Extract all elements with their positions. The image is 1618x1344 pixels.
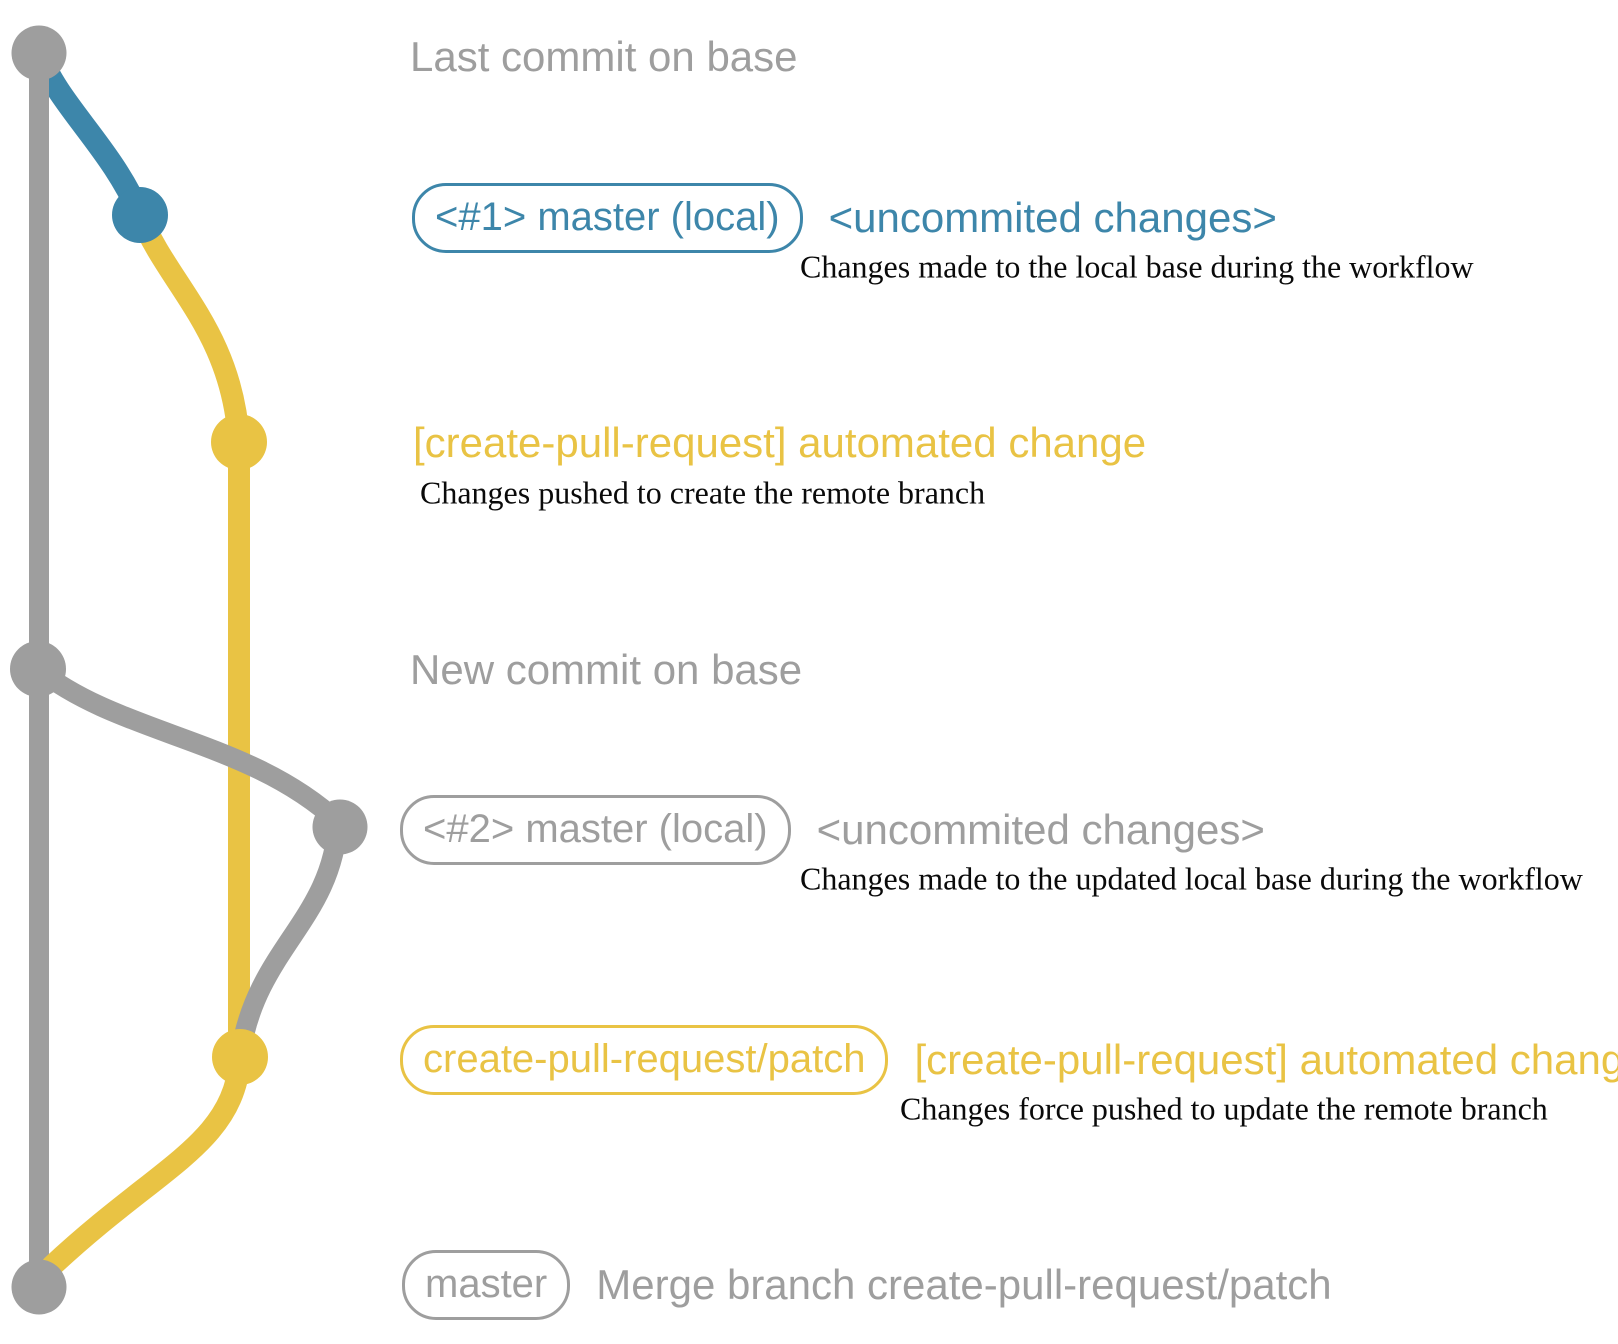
branch-badge-create-pull-request-patch: create-pull-request/patch — [400, 1025, 889, 1095]
commit-node-local-1 — [112, 187, 168, 243]
description-local-commit-1: Changes made to the local base during th… — [800, 248, 1474, 285]
annotation-remote-push-2: create-pull-request/patch [create-pull-r… — [400, 1025, 1618, 1095]
description-remote-push-1: Changes pushed to create the remote bran… — [420, 474, 986, 511]
commit-node-last-base — [11, 25, 67, 81]
annotation-remote-push-1: [create-pull-request] automated change — [413, 418, 1147, 466]
branch-badge-master: master — [402, 1250, 571, 1320]
annotation-new-commit: New commit on base — [410, 645, 803, 693]
branch-badge-master-local-1: <#1> master (local) — [412, 183, 803, 253]
local-branch-1-line — [27, 41, 152, 227]
last-commit-label: Last commit on base — [410, 32, 798, 80]
commit-message-automated-1: [create-pull-request] automated change — [413, 418, 1147, 466]
description-local-commit-2: Changes made to the updated local base d… — [800, 860, 1583, 897]
commit-node-new-base — [10, 641, 66, 697]
remote-branch-line — [129, 204, 250, 1068]
commit-message-uncommited-1: <uncommited changes> — [828, 193, 1277, 241]
commit-message-automated-2: [create-pull-request] automated change — [914, 1035, 1618, 1083]
commit-node-remote-1 — [211, 414, 267, 470]
commit-node-remote-2 — [212, 1029, 268, 1085]
commit-node-merge — [11, 1259, 67, 1315]
commit-graph — [10, 25, 368, 1315]
remote-merge-line — [41, 1049, 251, 1277]
branch-badge-master-local-2: <#2> master (local) — [400, 795, 791, 865]
commit-message-uncommited-2: <uncommited changes> — [816, 805, 1265, 853]
annotation-last-commit: Last commit on base — [410, 32, 798, 80]
annotation-merge-commit: master Merge branch create-pull-request/… — [402, 1250, 1332, 1320]
description-remote-push-2: Changes force pushed to update the remot… — [900, 1090, 1548, 1127]
commit-message-merge: Merge branch create-pull-request/patch — [596, 1260, 1332, 1308]
annotation-local-commit-2: <#2> master (local) <uncommited changes> — [400, 795, 1265, 865]
commit-node-local-2 — [312, 799, 368, 855]
annotation-local-commit-1: <#1> master (local) <uncommited changes> — [412, 183, 1277, 253]
new-commit-label: New commit on base — [410, 645, 803, 693]
local-branch-2-line — [28, 659, 349, 1060]
